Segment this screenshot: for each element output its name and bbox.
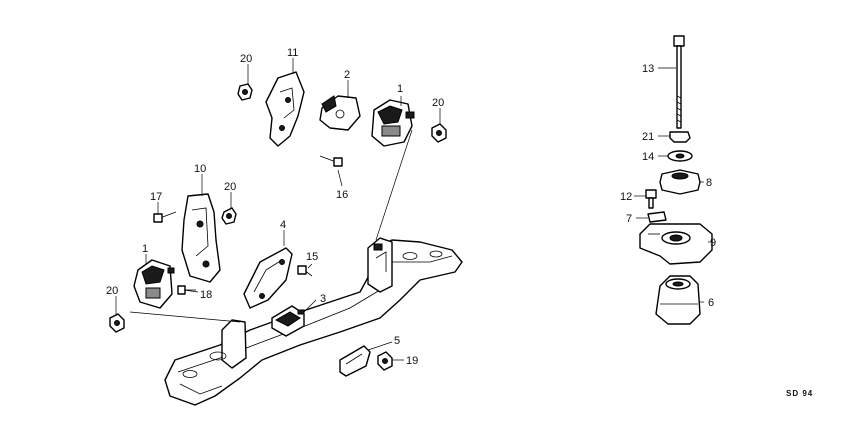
callout-18: 18: [200, 289, 212, 301]
diagram-code: SD 94: [786, 389, 813, 398]
callout-9: 9: [710, 237, 716, 249]
mount-part-3: [271, 305, 305, 337]
callout-19: 19: [406, 355, 418, 367]
bolt-part-16: [319, 155, 343, 167]
callout-15: 15: [306, 251, 318, 263]
callout-8: 8: [706, 177, 712, 189]
mount-part-1-lower: [133, 259, 175, 309]
callout-20-c: 20: [224, 181, 236, 193]
leader-lines: [115, 58, 712, 361]
callout-3: 3: [320, 293, 326, 305]
bracket-part-4: [243, 247, 293, 309]
nut-part-20-a: [237, 83, 253, 101]
clip-part-7: [647, 211, 667, 223]
callout-1-lower: 1: [142, 243, 148, 255]
callout-11: 11: [287, 47, 298, 59]
mount-part-6: [655, 275, 701, 325]
callout-10: 10: [194, 163, 206, 175]
callout-2: 2: [344, 69, 350, 81]
callout-20-d: 20: [106, 285, 118, 297]
nut-part-21: [669, 131, 691, 143]
washer-part-14: [667, 150, 693, 162]
nut-part-20-d: [109, 313, 125, 333]
nut-part-20-b: [431, 123, 447, 143]
callout-13: 13: [642, 63, 654, 75]
nut-part-20-c: [221, 207, 237, 225]
callout-6: 6: [708, 297, 714, 309]
callout-5: 5: [394, 335, 400, 347]
bracket-part-2: [319, 95, 361, 131]
callout-21: 21: [642, 131, 654, 143]
callout-20-b: 20: [432, 97, 444, 109]
bolt-part-18: [177, 285, 196, 295]
callouts: 1 1 2 3 4 5 6 7 8 9 10 11 12 13 14 15 16…: [106, 47, 716, 367]
bolt-part-15: [297, 265, 313, 277]
callout-16: 16: [336, 189, 348, 201]
callout-1-upper: 1: [397, 83, 403, 95]
nut-part-19: [377, 351, 393, 371]
callout-17: 17: [150, 191, 162, 203]
bolt-part-12: [645, 189, 657, 209]
callout-20-a: 20: [240, 53, 252, 65]
bracket-part-9: [639, 223, 713, 265]
callout-4: 4: [280, 219, 286, 231]
bracket-part-11: [265, 71, 305, 147]
long-bolt-part-13: [673, 35, 685, 129]
cushion-part-8: [659, 169, 701, 195]
bracket-part-10: [181, 193, 221, 283]
bolt-part-17: [153, 211, 177, 223]
plate-part-5: [339, 345, 371, 377]
callout-12: 12: [620, 191, 632, 203]
callout-7: 7: [626, 213, 632, 225]
callout-14: 14: [642, 151, 654, 163]
mount-part-1-upper: [371, 99, 415, 147]
